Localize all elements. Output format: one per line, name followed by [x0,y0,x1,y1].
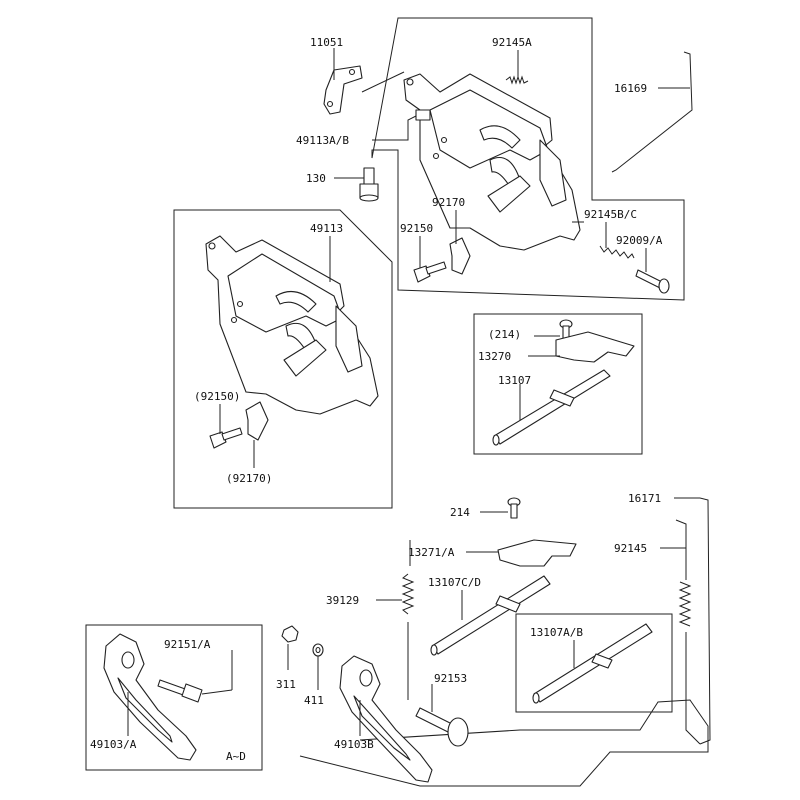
bolt-92151A-part [157,679,203,703]
lever-49103A-box [85,624,263,771]
label-92145A: 92145A [492,36,532,49]
shaft-13107AB-box [515,613,673,713]
panel-49113AB-part [403,73,581,251]
label-92009A: 92009/A [616,234,663,247]
leader-lines [127,48,700,736]
label-92170b: (92170) [226,472,272,485]
plate-13270-part [555,331,635,363]
shaft-13107CD-part [430,575,551,656]
shaft-13107AB-part [532,623,653,704]
bracket-11051-part [323,65,363,115]
label-13270: 13270 [478,350,511,363]
label-39129: 39129 [326,594,359,607]
clip-92170b-part [245,401,269,441]
label-13107CD: 13107C/D [428,576,481,589]
label-92150b: (92150) [194,390,240,403]
label-92170: 92170 [432,196,465,209]
rod-16169-part [611,51,693,173]
label-49103B: 49103B [334,738,374,751]
label-13107: 13107 [498,374,531,387]
spring-92145BC-part [599,245,635,259]
part-labels: 11051 92145A 16169 49113A/B 130 92170 92… [90,36,663,763]
bolt-92150-part [413,261,447,283]
clip-92170-part [449,237,471,275]
label-11051: 11051 [310,36,343,49]
label-16169: 16169 [614,82,647,95]
label-A-D: A~D [226,750,246,763]
shaft-13107-part [492,369,611,446]
plate-13271A-part [497,539,577,567]
lever-49103A-part [103,633,197,761]
spring-92145-part [675,519,701,745]
label-49103A: 49103/A [90,738,137,751]
label-13271A: 13271/A [408,546,455,559]
label-49113: 49113 [310,222,343,235]
spring-92145A-part [505,75,529,85]
pin-92153-part [415,707,469,747]
label-214: 214 [450,506,470,519]
panel-49113-box [173,209,393,509]
label-16171: 16171 [628,492,661,505]
label-92150: 92150 [400,222,433,235]
lever-49103B-part [339,655,433,783]
label-130: 130 [306,172,326,185]
washer-411-part [312,643,324,657]
upper-assembly-outline [371,17,685,301]
bottom-outline [299,699,709,787]
screw-214b-part [559,319,573,339]
screw-92009A-part [635,269,670,294]
nut-311-part [281,625,299,643]
label-13107AB: 13107A/B [530,626,583,639]
label-411: 411 [304,694,324,707]
label-311: 311 [276,678,296,691]
bolt-130-part [359,167,379,202]
label-92145: 92145 [614,542,647,555]
bolt-92150b-part [209,427,243,449]
shaft-13107-box [473,313,643,455]
label-92145BC: 92145B/C [584,208,637,221]
label-214b: (214) [488,328,521,341]
rod-16171-part [699,497,711,745]
label-92153: 92153 [434,672,467,685]
label-49113AB: 49113A/B [296,134,349,147]
label-92151A: 92151/A [164,638,211,651]
screw-214-part [507,497,521,519]
spring-39129-part [401,573,415,615]
panel-49113-part [205,235,379,415]
